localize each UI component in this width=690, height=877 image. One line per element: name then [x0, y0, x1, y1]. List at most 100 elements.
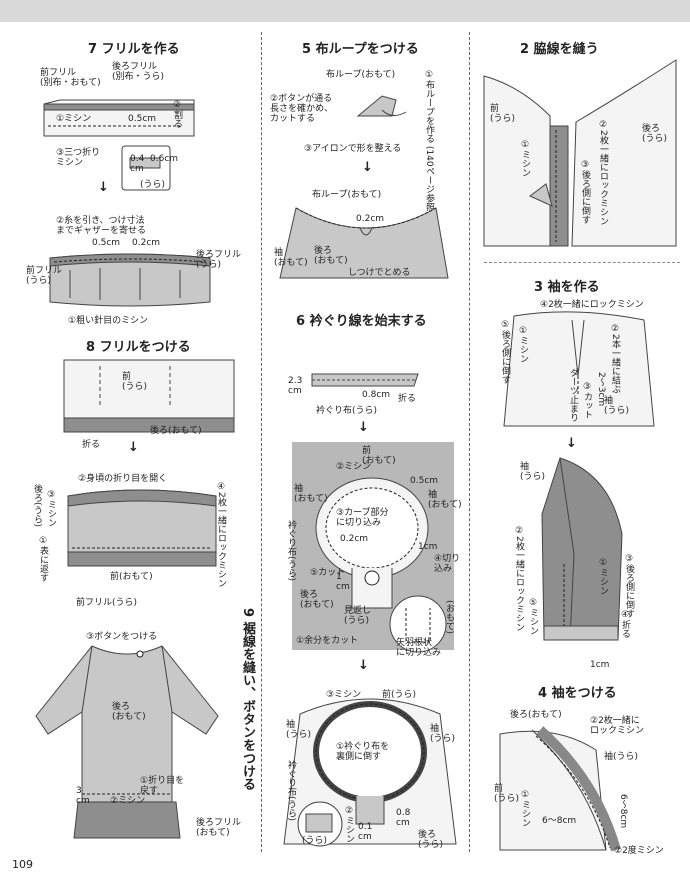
label-dim-6-8v: 6〜8cm — [618, 794, 628, 829]
label-back-frill-omote: 後ろフリル (おもて) — [196, 818, 242, 838]
label-back-frill-ura: 後ろフリル (うら) — [196, 250, 242, 270]
label-press-3: ⑤後ろ側に倒す — [500, 320, 510, 384]
label-dim-0-1: 0.1 cm — [358, 822, 373, 842]
label-curve-cut: ③カーブ部分 に切り込み — [336, 508, 389, 528]
section-title-7: 7 フリルを作る — [88, 42, 180, 57]
label-dim-1: 1cm — [418, 542, 438, 552]
label-make-loop: ①布ループを作る (140ページ参照) — [424, 70, 434, 216]
label-tie: ②2本一緒に結ぶ — [610, 324, 620, 394]
down-arrow-icon: ↓ — [362, 160, 373, 175]
label-dim-0-5-6: 0.5cm — [410, 476, 439, 486]
label-button: ③ボタンをつける — [86, 632, 158, 642]
sleeve-seam-illustration — [541, 457, 623, 641]
label-gather: ②糸を引き、つけ寸法 までギャザーを寄せる — [56, 216, 147, 236]
label-front-frill-ura: 前フリル (うら) — [26, 266, 63, 286]
sleeve-dart-illustration — [503, 311, 655, 427]
label-sleeve-ura-3b: 袖 (うら) — [520, 462, 546, 482]
label-fold-back: ①折り目を 戻す — [140, 776, 185, 796]
label-dim-6-8: 6〜8cm — [542, 816, 577, 826]
section-title-3: 3 袖を作る — [534, 280, 600, 295]
bias-strip-illustration — [311, 373, 419, 387]
label-press-2: ③後ろ側に倒す — [580, 160, 590, 224]
label-cut-3: ③カット — [582, 382, 592, 419]
label-dim-0-2: 0.2cm — [132, 238, 161, 248]
label-sew-4: ①ミシン — [520, 790, 530, 827]
label-sleeve-ura-3: 袖 (うら) — [604, 396, 630, 416]
label-dim-0-5: 0.5cm — [128, 114, 157, 124]
label-ura: (うら) — [140, 180, 166, 190]
label-dim-1b: 1 cm — [336, 572, 350, 592]
label-omote-6: (おもて) — [444, 600, 454, 635]
frill-piece-illustration — [43, 99, 195, 191]
label-step-triple-fold: ③三つ折り ミシン — [56, 148, 101, 168]
label-sleeve-omote: 袖 (おもて) — [274, 248, 308, 268]
label-back-omote-4: 後ろ(おもて) — [510, 710, 562, 720]
label-cut5: ⑤カット — [310, 568, 346, 578]
label-back-frill: 後ろフリル (別布・うら) — [112, 62, 165, 82]
label-dim-2-3: 2〜3cm — [596, 372, 606, 407]
down-arrow-icon: ↓ — [128, 440, 139, 455]
label-sew3: ③ミシン — [326, 690, 362, 700]
down-arrow-icon: ↓ — [566, 436, 577, 451]
bodice-fold-illustration — [63, 359, 235, 433]
label-dim-1-3: 1cm — [590, 660, 610, 670]
label-lock-4: ②2枚一緒に ロックミシン — [590, 716, 645, 736]
label-turn-in: ①衿ぐり布を 裏側に倒す — [336, 742, 390, 762]
label-dim-0-2-5: 0.2cm — [356, 214, 385, 224]
label-sleeve-ura-6b: 袖 (うら) — [430, 724, 456, 744]
side-seam-illustration — [483, 59, 677, 247]
label-back-ura-2: 後ろ (うら) — [642, 124, 668, 144]
label-sleeve-ura-6: 袖 (うら) — [286, 720, 312, 740]
label-sew1-3: ①ミシン — [598, 558, 608, 595]
loop-attach-illustration — [279, 207, 449, 279]
section-title-8: 8 フリルをつける — [86, 340, 191, 355]
down-arrow-icon: ↓ — [358, 420, 369, 435]
label-back-ura-6: 後ろ (うら) — [418, 830, 444, 850]
section-title-6: 6 衿ぐり線を始末する — [296, 314, 427, 329]
label-lock-3: ④2枚一緒にロックミシン — [540, 300, 644, 310]
label-press2-3: ③後ろ側に倒す — [624, 554, 634, 618]
label-sleeve-omote-6b: 袖 (おもて) — [428, 490, 462, 510]
label-back-ura: 後ろ(うら) — [32, 484, 42, 528]
label-trim: ①余分をカット — [296, 636, 359, 646]
label-arrow-notch: 矢羽根状 に切り込み — [396, 638, 442, 658]
neckline-binding-illustration — [292, 442, 454, 653]
label-back-omote-5: 後ろ (おもて) — [314, 246, 348, 266]
label-front-omote: 前(おもて) — [110, 572, 153, 582]
label-step-press-open: ②割る — [172, 100, 182, 128]
label-front-omote-6: 前 (おもて) — [362, 446, 396, 466]
label-lock2-3: ②2枚一緒にロックミシン — [514, 526, 524, 632]
label-front-frill-ura: 前フリル(うら) — [76, 598, 138, 608]
label-front-ura-4: 前 (うら) — [494, 784, 520, 804]
label-lock-stitch: ④2枚一緒にロックミシン — [216, 482, 226, 588]
section-title-5: 5 布ループをつける — [302, 42, 419, 57]
label-sew-3: ①ミシン — [518, 326, 528, 363]
label-ura-6: (うら) — [302, 836, 328, 846]
label-fold: 折る — [82, 440, 101, 450]
label-front-frill: 前フリル (別布・おもて) — [40, 68, 101, 88]
label-collar-ura-2: 衿ぐり布(うら) — [286, 760, 296, 822]
label-loop-omote: 布ループ(おもて) — [326, 70, 396, 80]
frill-attach-illustration — [67, 489, 217, 567]
label-baste: しつけでとめる — [348, 268, 411, 278]
section-title-2: 2 脇線を縫う — [520, 42, 599, 57]
label-collar-ura: 衿ぐり布(うら) — [286, 520, 296, 582]
label-fold-3: ④折る — [620, 610, 630, 638]
finished-top-illustration — [35, 645, 219, 839]
label-fold-6: 折る — [398, 394, 417, 404]
neckline-finished-illustration — [283, 698, 457, 847]
label-sleeve-omote-6: 袖 (おもて) — [294, 484, 328, 504]
label-double-stitch: ②2度ミシン — [614, 846, 664, 856]
label-front-ura: 前 (うら) — [122, 372, 148, 392]
label-back-omote-9: 後ろ (おもて) — [112, 702, 146, 722]
label-dim-2-3: 2.3 cm — [288, 376, 303, 396]
label-facing: 見返し (うら) — [344, 606, 372, 626]
label-cut-in: ④切り 込み — [434, 554, 461, 574]
gathered-frill-illustration — [49, 253, 211, 307]
iron-loop-illustration — [356, 95, 407, 117]
down-arrow-icon: ↓ — [98, 180, 109, 195]
label-sleeve-ura-4: 袖(うら) — [604, 752, 639, 762]
label-back-omote-6: 後ろ (おもて) — [300, 590, 334, 610]
label-bias-strip: 衿ぐり布(うら) — [316, 406, 378, 416]
label-back-omote: 後ろ(おもて) — [150, 426, 202, 436]
